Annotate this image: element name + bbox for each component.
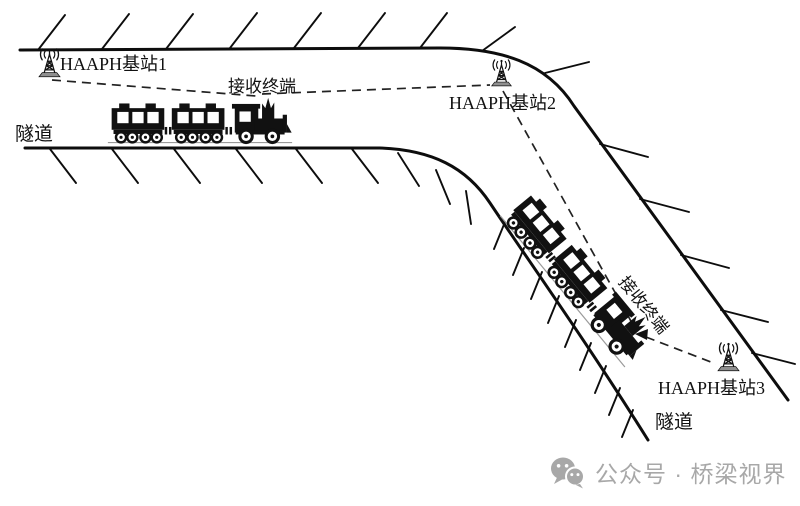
tunnel-label-left: 隧道 — [15, 123, 53, 145]
terminal1-label: 接收终端 — [228, 77, 296, 96]
bs3-label: HAAPH基站3 — [658, 378, 765, 398]
tunnel-inner-wall — [23, 146, 650, 442]
signal-link-train1-bs2 — [261, 84, 491, 95]
outer-wall-hatching — [37, 12, 796, 365]
tunnel-label-bottom: 隧道 — [655, 411, 693, 433]
inner-wall-hatching — [49, 148, 634, 438]
tunnel-outer-wall — [18, 46, 790, 402]
signal-link-bs1-train1 — [51, 79, 257, 97]
train-2-icon — [498, 183, 664, 369]
antenna-icon-bs1 — [38, 48, 61, 78]
antenna-icon-bs3 — [717, 342, 740, 372]
watermark: 公众号 · 桥梁视界 — [550, 455, 786, 489]
signal-link-train2-bs3 — [645, 336, 717, 365]
antenna-icon-bs2 — [491, 59, 512, 87]
signal-link-bs2-train2 — [502, 90, 638, 333]
bs2-label: HAAPH基站2 — [449, 93, 556, 113]
bs1-label: HAAPH基站1 — [60, 54, 167, 74]
wechat-icon — [551, 457, 585, 488]
signal-arrowhead — [635, 329, 648, 340]
train-1-icon — [106, 96, 294, 145]
watermark-text: 公众号 · 桥梁视界 — [595, 461, 787, 487]
